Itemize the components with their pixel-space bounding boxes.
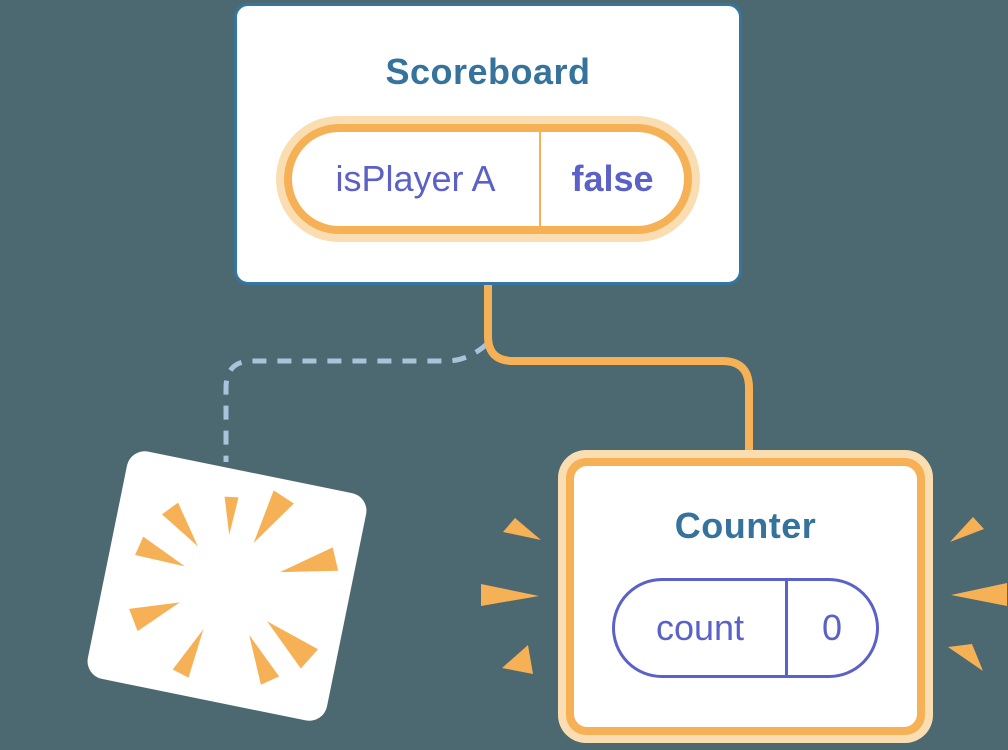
burst-ray (279, 547, 339, 573)
burst-rays-icon (129, 490, 339, 685)
scoreboard-component-card: Scoreboard isPlayer A false (234, 3, 742, 285)
emphasis-ray (503, 518, 541, 540)
burst-ray (267, 621, 319, 669)
state-name: count (655, 607, 745, 648)
emphasis-ray (502, 645, 533, 674)
destroyed-component-card (84, 448, 370, 724)
emphasis-ray (948, 644, 983, 671)
scoreboard-state-pill: isPlayer A false (292, 132, 684, 226)
scoreboard-state-pill-border: isPlayer A false (284, 124, 692, 234)
state-value: false (571, 158, 654, 199)
scoreboard-title: Scoreboard (385, 51, 591, 92)
burst-ray (161, 502, 198, 547)
state-value: 0 (821, 607, 843, 648)
pill-divider (539, 132, 541, 226)
emphasis-ray (950, 517, 984, 542)
emphasis-ray (951, 583, 1007, 606)
burst-ray (172, 629, 204, 678)
tree-edge-dashed-to-destroyed (223, 342, 489, 462)
burst-ray (135, 536, 185, 567)
emphasis-ray (481, 584, 539, 606)
counter-title: Counter (674, 505, 817, 546)
tree-edge-solid-to-counter (484, 283, 753, 456)
state-name: isPlayer A (335, 158, 496, 199)
counter-component-card-glow: Counter count 0 (558, 450, 933, 743)
burst-ray (224, 496, 239, 535)
counter-component-card-border: Counter count 0 (566, 458, 925, 735)
burst-ray (129, 602, 180, 632)
burst-ray (249, 635, 280, 685)
emphasis-rays-icon-right (948, 517, 1007, 671)
emphasis-rays-icon-left (481, 518, 541, 674)
counter-state-pill: count 0 (612, 578, 879, 678)
scoreboard-state-pill-glow: isPlayer A false (276, 116, 700, 242)
counter-component-card: Counter count 0 (574, 466, 917, 727)
burst-ray (253, 490, 294, 543)
pill-divider (785, 581, 788, 675)
